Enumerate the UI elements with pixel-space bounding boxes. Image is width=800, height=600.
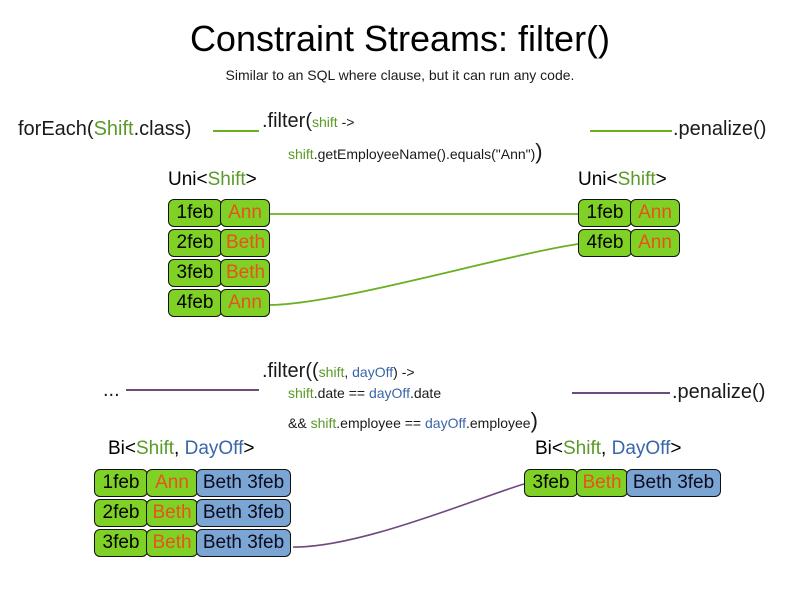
bi-filter-line2: shift.date == dayOff.date [288,385,441,401]
bi-line3-var-2: dayOff [425,415,466,431]
bi-filter-open: .filter(( [262,360,319,382]
uni-body-text: .getEmployeeName().equals("Ann") [313,146,536,162]
bi-line3-tail: .employee [466,415,531,431]
uni-body-close-paren: ) [535,139,543,164]
uni-left-tuple-table: 1feb Ann 2feb Beth 3feb Beth 4feb Ann [168,199,270,319]
uni-filter-line2: shift.getEmployeeName().equals("Ann")) [288,139,543,165]
bi-lambda-sep: , [344,364,353,380]
cell-pair: Beth 3feb [196,469,291,497]
uni-filter-open: .filter( [262,110,312,132]
table-row[interactable]: 4feb Ann [578,229,680,257]
cell-pair: Beth 3feb [196,529,291,557]
cell-pair: Beth 3feb [196,499,291,527]
cell-date: 4feb [578,229,632,257]
bi-lambda-arrow: ) -> [393,364,415,380]
bi-line3-mid: .employee == [336,415,425,431]
bi-lambda-param-2: dayOff [352,364,394,380]
table-row[interactable]: 3feb Beth Beth 3feb [524,469,721,497]
bi-filter-line1: .filter((shift, dayOff) -> [262,360,415,383]
uni-left-stream-type: Shift [207,169,246,190]
cell-name: Beth [220,259,270,287]
table-row[interactable]: 1feb Ann [168,199,270,227]
cell-date: 2feb [168,229,222,257]
bi-left-stream-label: Bi<Shift, DayOff> [108,438,254,460]
bi-right-stream-label: Bi<Shift, DayOff> [535,438,681,460]
cell-date: 2feb [94,499,148,527]
bi-left-stream-suffix: > [243,438,255,459]
bi-right-stream-type-2: DayOff [611,438,671,459]
table-row[interactable]: 2feb Beth Beth 3feb [94,499,291,527]
bi-line2-tail: .date [409,385,442,401]
uni-right-stream-suffix: > [655,169,667,190]
page-subtitle: Similar to an SQL where clause, but it c… [225,67,575,83]
bi-terminal-expression: .penalize() [672,381,766,403]
bi-right-stream-suffix: > [670,438,682,459]
cell-date: 1feb [578,199,632,227]
cell-date: 1feb [168,199,222,227]
bi-right-stream-sep: , [601,438,612,459]
cell-pair: Beth 3feb [626,469,721,497]
table-row[interactable]: 1feb Ann [578,199,680,227]
uni-body-var: shift [288,146,314,162]
cell-name: Ann [220,289,270,317]
cell-date: 3feb [168,259,222,287]
uni-left-stream-label: Uni<Shift> [168,169,257,191]
bi-left-stream-type-1: Shift [136,438,175,459]
cell-date: 4feb [168,289,222,317]
table-row[interactable]: 3feb Beth [168,259,270,287]
bi-filter-line3: && shift.employee == dayOff.employee) [288,408,538,434]
uni-right-tuple-table: 1feb Ann 4feb Ann [578,199,680,259]
uni-filter-line1: .filter(shift -> [262,110,354,133]
bi-line3-close-paren: ) [530,408,538,433]
bi-right-stream-prefix: Bi< [535,438,563,459]
cell-name: Ann [220,199,270,227]
uni-right-stream-label: Uni<Shift> [578,169,667,191]
uni-terminal-expression: .penalize() [673,118,767,140]
bi-line3-var-1: shift [310,415,337,431]
uni-foreach-label: forEach( [18,118,94,140]
bi-left-stream-type-2: DayOff [184,438,244,459]
table-row[interactable]: 3feb Beth Beth 3feb [94,529,291,557]
bi-source-expression: ... [103,379,120,401]
table-row[interactable]: 1feb Ann Beth 3feb [94,469,291,497]
uni-source-expression: forEach(Shift.class) [18,118,191,141]
bi-left-tuple-table: 1feb Ann Beth 3feb 2feb Beth Beth 3feb 3… [94,469,291,559]
bi-line2-var-2: dayOff [368,385,410,401]
cell-name: Beth [576,469,628,497]
uni-lambda-param: shift [312,114,338,130]
cell-name: Beth [146,499,198,527]
uni-foreach-type: Shift [93,118,134,140]
bi-line2-mid: .date == [313,385,369,401]
uni-right-stream-type: Shift [617,169,656,190]
table-row[interactable]: 2feb Beth [168,229,270,257]
uni-left-stream-suffix: > [245,169,257,190]
bi-line2-var-1: shift [288,385,314,401]
bi-right-stream-type-1: Shift [563,438,602,459]
bi-lambda-param-1: shift [318,364,345,380]
bi-left-stream-prefix: Bi< [108,438,136,459]
page-title: Constraint Streams: filter() [189,18,611,59]
cell-name: Beth [146,529,198,557]
bi-line3-head: && [288,415,311,431]
cell-name: Ann [630,199,680,227]
table-row[interactable]: 4feb Ann [168,289,270,317]
uni-lambda-arrow: -> [337,114,355,130]
cell-date: 1feb [94,469,148,497]
uni-foreach-tail: .class) [133,118,192,140]
cell-date: 3feb [524,469,578,497]
uni-right-stream-prefix: Uni< [578,169,618,190]
cell-name: Ann [630,229,680,257]
cell-name: Ann [146,469,198,497]
cell-date: 3feb [94,529,148,557]
cell-name: Beth [220,229,270,257]
bi-left-stream-sep: , [174,438,185,459]
uni-left-stream-prefix: Uni< [168,169,208,190]
bi-right-tuple-table: 3feb Beth Beth 3feb [524,469,721,499]
